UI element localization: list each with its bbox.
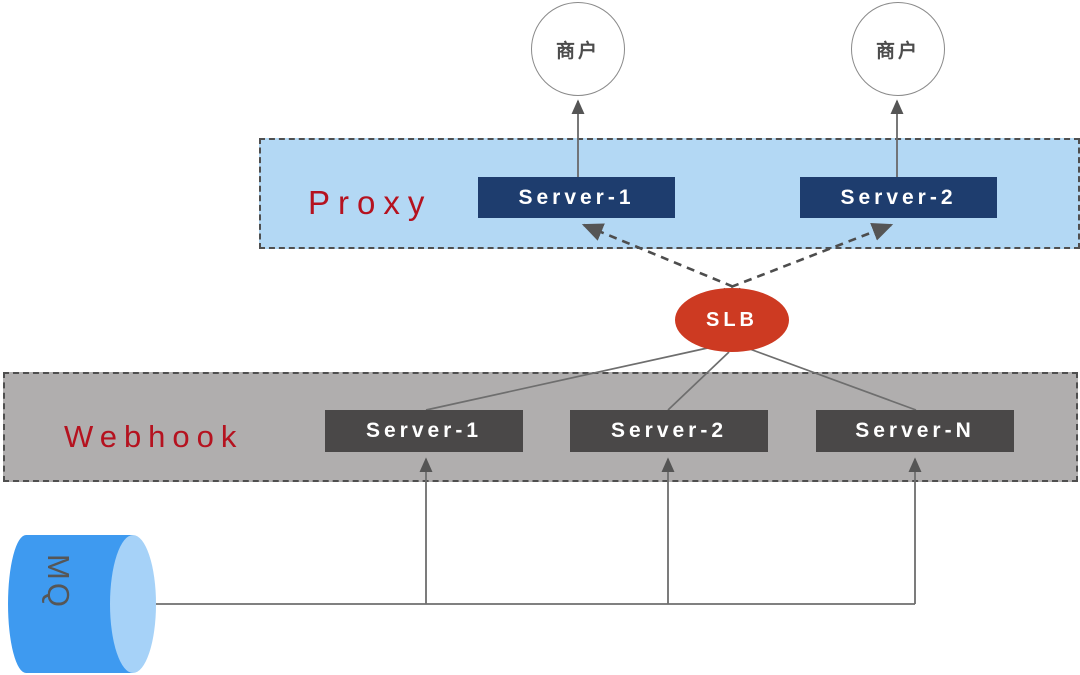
proxy-server-1-label: Server-1 xyxy=(518,185,635,209)
mq-cylinder-cap xyxy=(110,535,156,673)
webhook-server-n-label: Server-N xyxy=(855,419,975,442)
mq-cylinder xyxy=(8,535,156,673)
merchant-circle-1: 商户 xyxy=(531,2,625,96)
merchant-2-label: 商户 xyxy=(875,40,920,62)
webhook-server-n-box: Server-N xyxy=(816,410,1014,452)
webhook-server-2-box: Server-2 xyxy=(570,410,768,452)
slb-label: SLB xyxy=(706,308,758,331)
merchant-1-label: 商户 xyxy=(555,40,600,62)
proxy-server-1-box: Server-1 xyxy=(478,177,675,218)
mq-cylinder-body xyxy=(8,535,134,673)
proxy-server-2-box: Server-2 xyxy=(800,177,997,218)
webhook-server-1-label: Server-1 xyxy=(365,419,483,442)
webhook-server-2-label: Server-2 xyxy=(610,419,728,442)
mq-label: MQ xyxy=(41,554,76,610)
proxy-zone-label: Proxy xyxy=(308,184,433,221)
webhook-server-1-box: Server-1 xyxy=(325,410,523,452)
slb-load-balancer-ellipse: SLB xyxy=(675,288,789,352)
webhook-zone-label: Webhook xyxy=(64,419,244,454)
merchant-circle-2: 商户 xyxy=(851,2,945,96)
proxy-server-2-label: Server-2 xyxy=(840,185,957,209)
